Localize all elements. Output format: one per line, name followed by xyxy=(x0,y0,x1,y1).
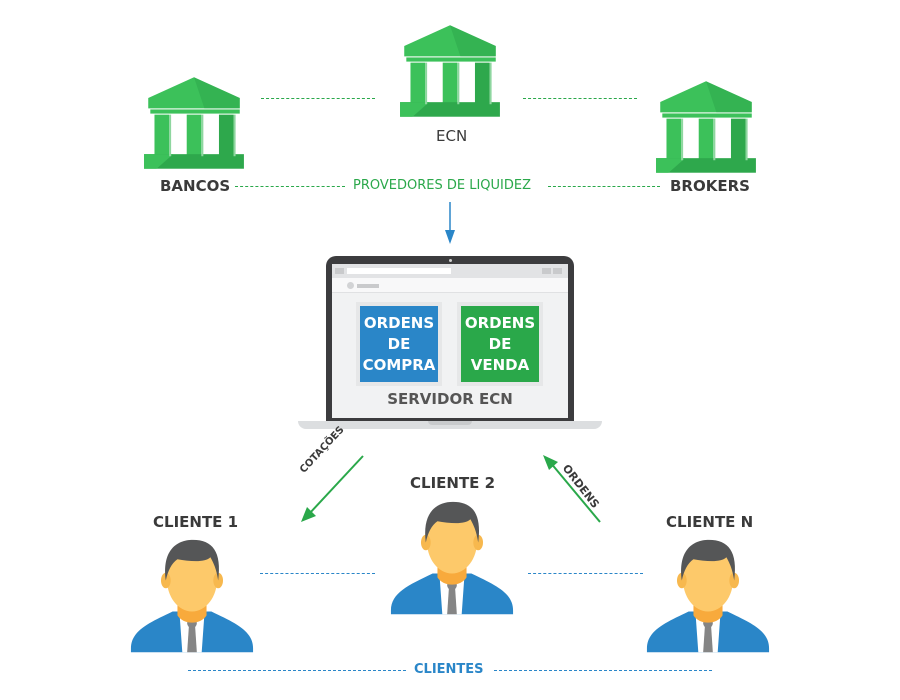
label-cliente-n: CLIENTE N xyxy=(666,513,754,531)
label-bancos: BANCOS xyxy=(160,177,231,195)
bank-icon xyxy=(142,76,246,172)
node-bancos xyxy=(142,76,246,172)
sell-orders-tile: ORDENS DE VENDA xyxy=(461,306,539,382)
label-cliente-1: CLIENTE 1 xyxy=(153,513,239,531)
user-icon xyxy=(389,496,515,622)
user-icon xyxy=(645,534,771,660)
tile-line: COMPRA xyxy=(362,355,436,374)
user-icon xyxy=(129,534,255,660)
browser-button xyxy=(542,268,551,274)
laptop-base xyxy=(298,421,602,429)
browser-placeholder-line xyxy=(357,284,379,288)
arrow-quotes-icon xyxy=(301,455,364,522)
arrow-orders-icon xyxy=(543,455,601,523)
connector-ecn-brokers xyxy=(523,98,637,99)
node-ecn xyxy=(398,24,502,120)
browser-subbar xyxy=(332,278,568,293)
node-brokers xyxy=(654,80,758,176)
connector-bancos-ecn xyxy=(261,98,375,99)
arrow-down-icon xyxy=(445,202,455,244)
node-cliente-1 xyxy=(129,534,255,664)
connector-cliente1-cliente2 xyxy=(260,573,375,574)
label-brokers: BROKERS xyxy=(670,177,750,195)
connector-bancos-group xyxy=(235,186,345,187)
laptop-notch xyxy=(428,421,472,425)
label-cliente-2: CLIENTE 2 xyxy=(410,474,496,492)
browser-address-bar xyxy=(347,268,451,274)
label-ecn: ECN xyxy=(436,127,468,145)
bank-icon xyxy=(398,24,502,120)
browser-avatar-dot xyxy=(347,282,354,289)
tile-line: DE xyxy=(387,334,411,353)
tile-line: DE xyxy=(488,334,512,353)
connector-group-brokers xyxy=(548,186,660,187)
tile-line: ORDENS xyxy=(464,313,536,332)
server-label: SERVIDOR ECN xyxy=(387,390,513,408)
buy-orders-tile: ORDENS DE COMPRA xyxy=(360,306,438,382)
tile-line: ORDENS xyxy=(363,313,435,332)
bank-icon xyxy=(654,80,758,176)
node-cliente-2 xyxy=(389,496,515,626)
group-label-liquidity: PROVEDORES DE LIQUIDEZ xyxy=(353,178,532,193)
laptop-camera xyxy=(449,259,452,262)
connector-clients-right xyxy=(494,670,712,671)
browser-button xyxy=(335,268,344,274)
connector-clients-left xyxy=(188,670,406,671)
connector-cliente2-clienten xyxy=(528,573,643,574)
browser-button xyxy=(553,268,562,274)
tile-line: VENDA xyxy=(470,355,530,374)
group-label-clients: CLIENTES xyxy=(414,662,484,677)
node-cliente-n xyxy=(645,534,771,664)
